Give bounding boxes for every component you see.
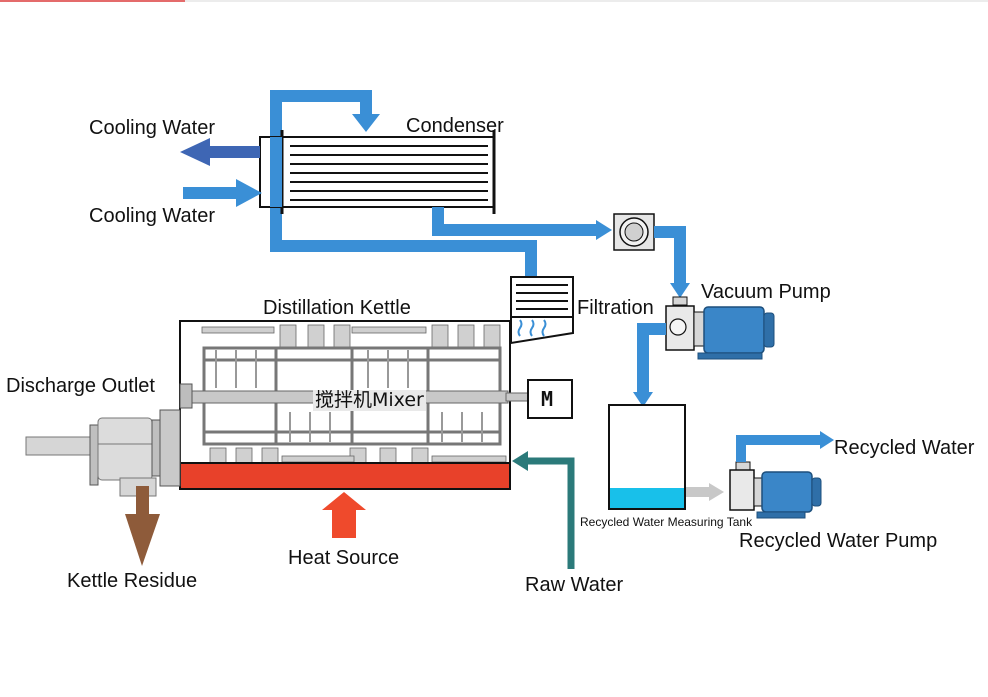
kettle-residue-label: Kettle Residue: [67, 570, 198, 592]
tank-to-pump-pipe: [686, 487, 711, 497]
recycled-water-pump: [729, 461, 822, 519]
cooling-water-in-arrow: [183, 179, 262, 207]
cooling-water-out-arrow: [180, 138, 260, 166]
heat-source-label: Heat Source: [288, 547, 400, 569]
condenser: [259, 130, 496, 214]
pump-to-tank-pipe: [637, 323, 666, 394]
condensate-arrowhead: [596, 220, 612, 240]
filter-to-pump-arrowhead: [670, 283, 690, 298]
kettle-residue-arrow: [125, 486, 160, 566]
heat-source-arrow: [322, 492, 366, 538]
tank-to-pump-arrowhead: [709, 483, 724, 501]
discharge-outlet-label: Discharge Outlet: [6, 375, 155, 397]
distillation-kettle-label: Distillation Kettle: [263, 297, 411, 319]
condensate-pipe: [432, 207, 598, 236]
mixer-label: 搅拌机Mixer: [313, 389, 426, 411]
condenser-inlet-overlay: [270, 137, 282, 207]
vapor-arrowhead: [352, 114, 380, 132]
vacuum-pump: [665, 296, 775, 360]
vacuum-pump-label: Vacuum Pump: [701, 281, 831, 303]
filtration-unit: [510, 276, 574, 345]
recycled-water-arrowhead: [820, 431, 834, 449]
raw-water-arrowhead: [512, 451, 528, 471]
filter-to-pump-pipe: [654, 226, 686, 285]
condenser-label: Condenser: [406, 115, 504, 137]
motor-box: [527, 379, 573, 419]
measuring-tank-label: Recycled Water Measuring Tank: [580, 515, 753, 529]
inline-filter: [613, 213, 655, 251]
pump-to-tank-arrowhead: [633, 392, 653, 407]
recycled-water-pump-label: Recycled Water Pump: [739, 530, 938, 552]
discharge-outlet: [25, 383, 193, 497]
raw-water-pipe: [525, 457, 575, 569]
raw-water-label: Raw Water: [525, 574, 624, 596]
measuring-tank: [608, 404, 686, 510]
heater-band: [179, 462, 511, 490]
filtration-label: Filtration: [577, 297, 654, 319]
cooling-water-in-label: Cooling Water: [89, 205, 215, 227]
cooling-water-out-label: Cooling Water: [89, 117, 215, 139]
recycled-water-pipe: [736, 435, 822, 462]
motor-label: M: [541, 387, 554, 411]
recycled-water-label: Recycled Water: [834, 437, 975, 459]
